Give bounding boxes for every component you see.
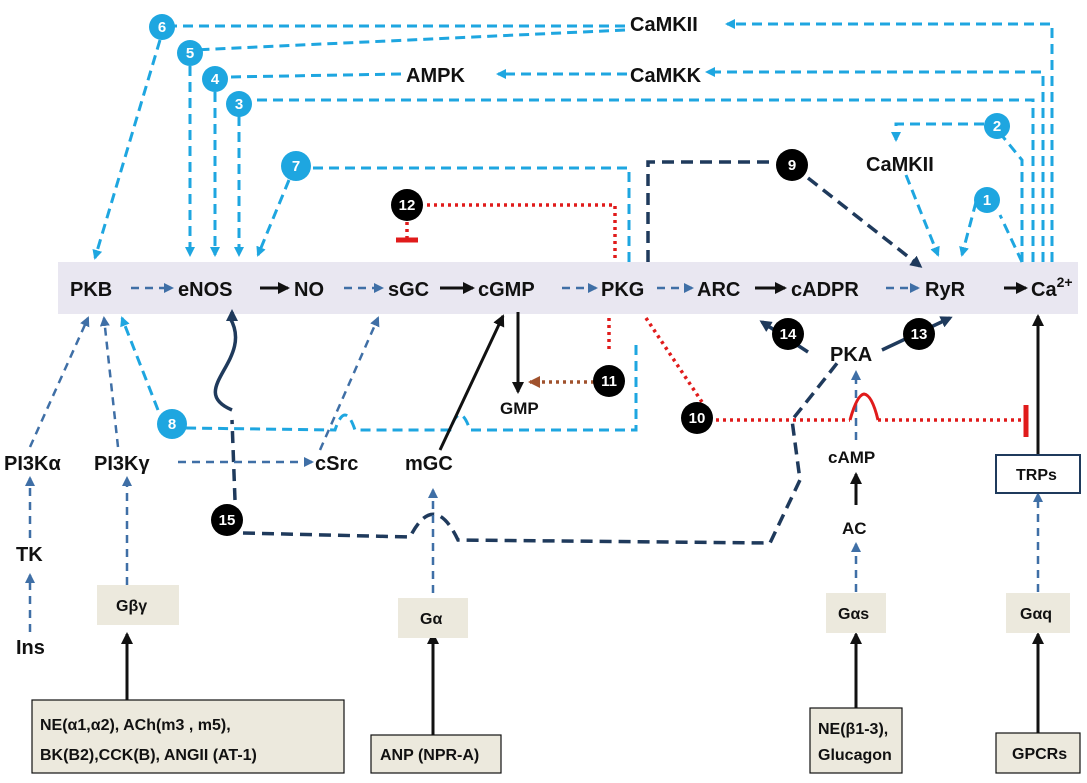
badge-2: 2	[984, 113, 1010, 139]
svg-text:8: 8	[168, 416, 176, 433]
node-arc: ARC	[697, 279, 740, 301]
g-protein-boxes	[31, 454, 1081, 774]
receptor-box-3-line-1: NE(β1-3),	[818, 721, 888, 738]
calcium-feedback-lines	[92, 19, 1054, 432]
trps-box	[995, 454, 1081, 494]
badge-14: 14	[772, 318, 804, 350]
badge-6: 6	[149, 14, 175, 40]
badge-4: 4	[202, 66, 228, 92]
node-gbg: Gβγ	[116, 598, 147, 615]
receptor-box-2-label: ANP (NPR-A)	[380, 747, 479, 764]
node-pi3ka: PI3Kα	[4, 453, 61, 475]
node-tk: TK	[16, 544, 43, 566]
svg-text:5: 5	[186, 45, 194, 62]
node-pkb: PKB	[70, 279, 112, 301]
svg-text:11: 11	[601, 373, 617, 390]
svg-text:7: 7	[292, 158, 300, 175]
receptor-box-1-line-1: NE(α1,α2), ACh(m3 , m5),	[40, 717, 231, 734]
node-ac: AC	[842, 519, 867, 538]
receptor-box-2	[370, 734, 502, 774]
node-csrc: cSrc	[315, 453, 358, 475]
receptor-box-4	[995, 732, 1081, 774]
node-ga: Gα	[420, 611, 442, 628]
node-no: NO	[294, 279, 324, 301]
svg-text:14: 14	[780, 326, 797, 343]
node-pi3kg: PI3Kγ	[94, 453, 150, 475]
node-ryr: RyR	[925, 279, 966, 301]
svg-text:12: 12	[399, 197, 416, 214]
badge-8: 8	[157, 409, 187, 439]
node-camkii-mid: CaMKII	[866, 154, 934, 176]
node-gaq: Gαq	[1020, 606, 1052, 623]
node-ins: Ins	[16, 637, 45, 659]
gas-box	[826, 593, 886, 633]
node-ca: Ca2+	[1031, 274, 1073, 301]
receptor-box-1-line-2: BK(B2),CCK(B), ANGII (AT-1)	[40, 747, 257, 764]
ga-box	[398, 598, 468, 638]
svg-text:4: 4	[211, 71, 220, 88]
badge-11: 11	[593, 365, 625, 397]
svg-text:13: 13	[911, 326, 928, 343]
inhibition-bars	[396, 237, 1029, 437]
numbered-badges: 1 2 3 4 5 6 7 8 9 10 11 12 13 14 15	[149, 14, 1010, 536]
node-gas: Gαs	[838, 606, 869, 623]
gbg-box	[97, 585, 179, 625]
node-labels: CaMKII AMPK CaMKK CaMKII PKB eNOS NO sGC…	[4, 14, 1073, 764]
receptor-box-3	[809, 707, 903, 774]
node-cadpr: cADPR	[791, 279, 859, 301]
conversion-arrows	[121, 282, 1044, 735]
badge-7: 7	[281, 151, 311, 181]
node-cgmp: cGMP	[478, 279, 535, 301]
receptor-box-1	[31, 699, 345, 774]
node-camkii-top: CaMKII	[630, 14, 698, 36]
navy-pathway-lines	[213, 160, 953, 545]
badge-10: 10	[681, 402, 713, 434]
badge-1: 1	[974, 187, 1000, 213]
badge-13: 13	[903, 318, 935, 350]
node-camkk: CaMKK	[630, 65, 702, 87]
svg-text:2: 2	[993, 118, 1001, 135]
badge-3: 3	[226, 91, 252, 117]
gaq-box	[1006, 593, 1070, 633]
receptor-box-4-label: GPCRs	[1012, 746, 1067, 763]
badge-9: 9	[776, 149, 808, 181]
node-gmp: GMP	[500, 399, 539, 418]
node-sgc: sGC	[388, 279, 429, 301]
node-camp: cAMP	[828, 448, 875, 467]
node-ampk: AMPK	[406, 65, 465, 87]
receptor-box-3-line-2: Glucagon	[818, 747, 892, 764]
node-trps: TRPs	[1016, 467, 1057, 484]
badge-5: 5	[177, 40, 203, 66]
svg-text:9: 9	[788, 157, 796, 174]
badge-15: 15	[211, 504, 243, 536]
svg-text:10: 10	[689, 410, 706, 427]
node-pkg: PKG	[601, 279, 644, 301]
svg-text:3: 3	[235, 96, 243, 113]
node-mgc: mGC	[405, 453, 453, 475]
svg-text:6: 6	[158, 19, 166, 36]
badge-12: 12	[391, 189, 423, 221]
svg-text:15: 15	[219, 512, 236, 529]
svg-text:1: 1	[983, 192, 991, 209]
activation-arrows	[25, 283, 1043, 632]
node-enos: eNOS	[178, 279, 232, 301]
inhibition-lines	[405, 203, 1022, 422]
node-pka: PKA	[830, 344, 872, 366]
